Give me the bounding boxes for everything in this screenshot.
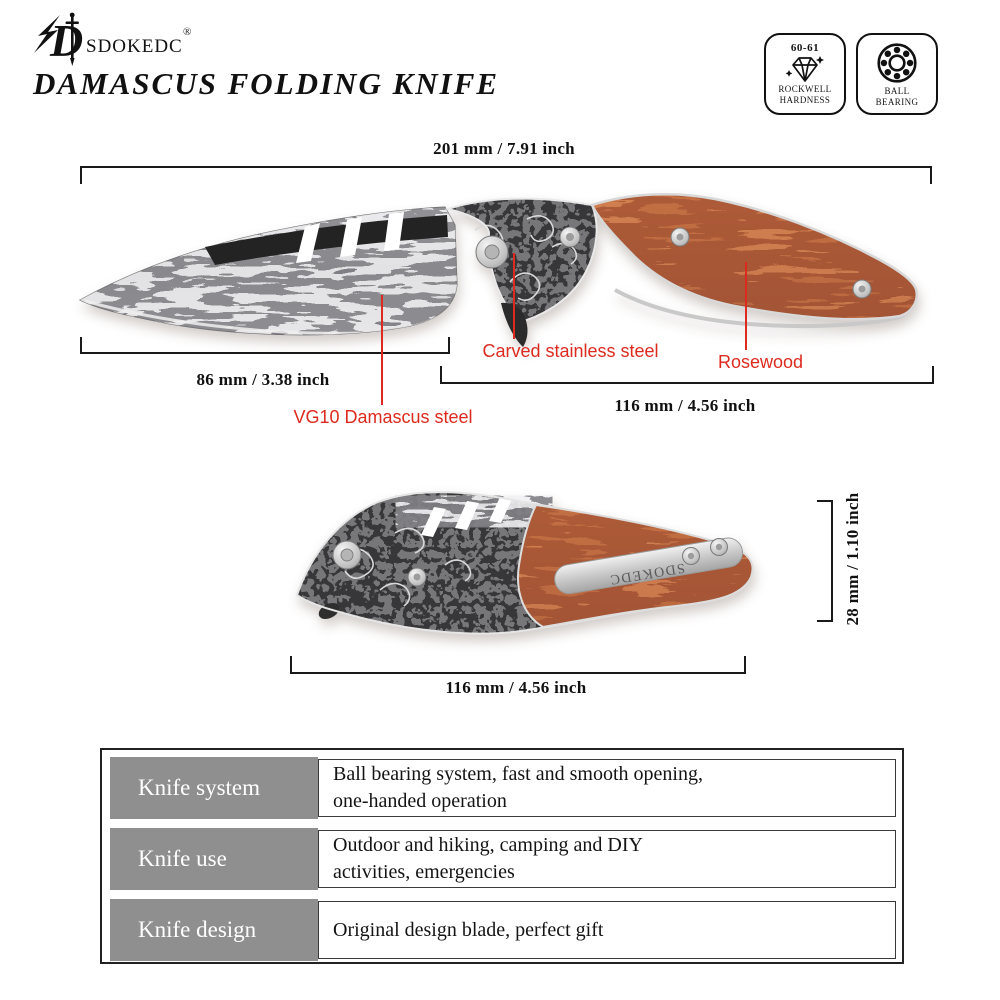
damascus-steel-annotation: VG10 Damascus steel	[293, 407, 473, 427]
lightning-bolt-icon	[34, 15, 60, 53]
value-line: activities, emergencies	[333, 861, 515, 883]
damascus-steel-leader-line	[381, 295, 383, 405]
thumb-slots	[421, 497, 512, 537]
rosewood-leader-line	[745, 262, 747, 350]
blade-length-label: 86 mm / 3.38 inch	[196, 370, 330, 389]
carved-steel-annotation: Carved stainless steel	[482, 341, 659, 361]
thumb-slots	[296, 212, 404, 263]
row-label: Knife design	[110, 899, 318, 961]
handle-length-label: 116 mm / 4.56 inch	[614, 396, 756, 415]
table-row: Knife system Ball bearing system, fast a…	[102, 757, 902, 819]
pocket-clip: SDOKEDC	[554, 537, 744, 595]
hardness-value: 60-61	[790, 42, 820, 54]
table-row: Knife design Original design blade, perf…	[102, 899, 902, 961]
rosewood-handle	[590, 192, 918, 329]
page-title: DAMASCUS FOLDING KNIFE	[33, 66, 500, 101]
brand-logo: D SDOKEDC ®	[34, 12, 191, 66]
carved-bolster	[444, 197, 598, 347]
value-line: one-handed operation	[333, 790, 507, 812]
ball-bearing-icon	[877, 43, 917, 83]
row-value: Original design blade, perfect gift	[318, 901, 896, 959]
overall-length-label: 201 mm / 7.91 inch	[433, 139, 575, 158]
handle-length-bracket	[440, 366, 934, 384]
sword-icon	[65, 12, 79, 66]
closed-knife-image: SDOKEDC	[295, 491, 754, 635]
open-knife-image	[78, 192, 918, 347]
closed-length-label: 116 mm / 4.56 inch	[445, 678, 587, 697]
row-label: Knife use	[110, 828, 318, 890]
value-line: Ball bearing system, fast and smooth ope…	[333, 763, 703, 785]
value-line: Original design blade, perfect gift	[333, 918, 604, 941]
row-label: Knife system	[110, 757, 318, 819]
brand-name: SDOKEDC	[86, 36, 183, 57]
table-row: Knife use Outdoor and hiking, camping an…	[102, 828, 902, 890]
row-value: Ball bearing system, fast and smooth ope…	[318, 759, 896, 817]
carved-steel-leader-line	[513, 253, 515, 339]
blade-length-bracket	[80, 337, 450, 354]
thickness-label: 28 mm / 1.10 inch	[843, 492, 862, 626]
row-value: Outdoor and hiking, camping and DIY acti…	[318, 830, 896, 888]
overall-length-bracket	[80, 166, 932, 184]
registered-mark: ®	[183, 26, 191, 38]
rosewood-annotation: Rosewood	[717, 352, 804, 372]
closed-length-bracket	[290, 656, 746, 674]
value-line: Outdoor and hiking, camping and DIY	[333, 834, 643, 856]
thickness-bracket	[817, 500, 833, 622]
spec-table: Knife system Ball bearing system, fast a…	[100, 748, 904, 964]
diamond-icon	[785, 56, 824, 82]
